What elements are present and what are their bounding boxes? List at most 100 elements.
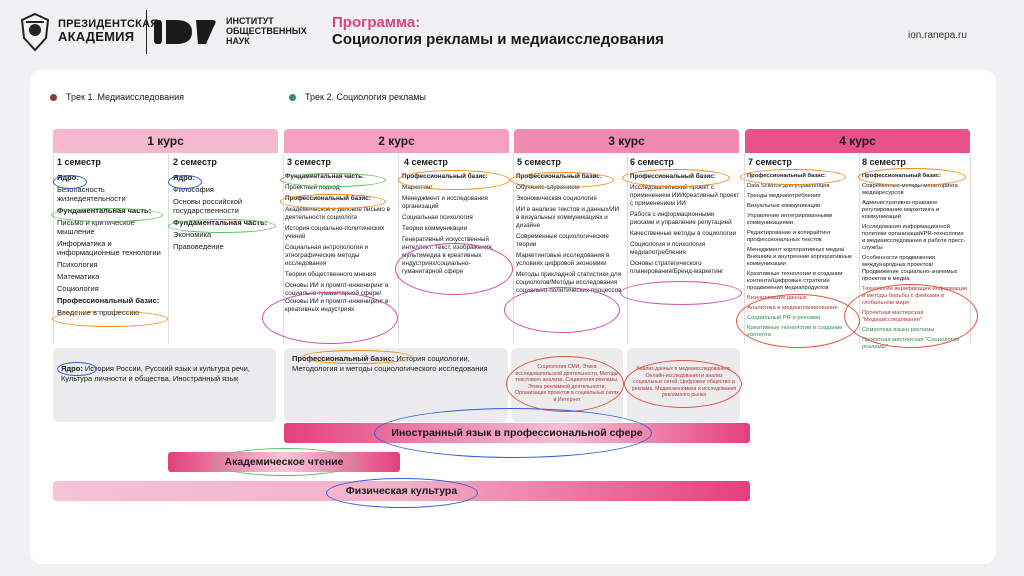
subject: Редактирование и копирайтинг профессиона… [747, 230, 831, 243]
col-divider [744, 154, 745, 344]
core-subjects: История России, Русский язык и культура … [61, 364, 250, 383]
subject: Креативные технологии в создании контент… [747, 271, 843, 291]
semester-5-content: Профессиональный базис: Обучение служени… [516, 173, 624, 298]
subject: Работа с информационными рисками и управ… [630, 211, 732, 226]
semester-1: 1 семестр [57, 157, 101, 167]
prof-highlight [740, 169, 846, 185]
subject: Социальная антропология и этнографически… [285, 244, 369, 267]
stat-course-highlight [504, 287, 620, 333]
subject: ИИ в анализе текстов и данных/ИИ в визуа… [516, 206, 620, 229]
core-highlight [57, 362, 97, 376]
prof-highlight [280, 194, 386, 209]
planning-course-highlight [620, 281, 742, 305]
semester-6: 6 семестр [630, 157, 674, 167]
track2-label: Трек 2. Социология рекламы [305, 92, 426, 102]
track-highlight [506, 356, 624, 412]
subject: Безопасность жизнедеятельности [57, 185, 126, 203]
subject: Основы стратегического планирования/Брен… [630, 260, 724, 275]
subject: Исследовательский проект с применением И… [630, 184, 740, 207]
subject: Основы российской государственности [173, 197, 243, 215]
subject: Социальная психология [402, 214, 473, 221]
subject: Качественные методы в социологии [630, 230, 736, 237]
ai-course-highlight [262, 292, 398, 344]
prof-highlight [510, 172, 614, 188]
track-highlight [624, 360, 742, 408]
subject: Современные методы мониторинга медиаресу… [862, 183, 958, 196]
prof-label: Профессиональный базис: [57, 296, 160, 305]
subject: Исследования информационной политики орг… [862, 224, 966, 251]
subject: Современные социологические теории [516, 233, 609, 248]
fund-highlight [168, 219, 276, 233]
pe-highlight [326, 478, 478, 508]
semester-6-content: Профессиональный базис: Исследовательски… [630, 173, 740, 279]
track1-dot [50, 94, 57, 101]
subject: Философия [173, 185, 214, 194]
program-title: Социология рекламы и медиаисследования [332, 31, 664, 48]
subject: Теории общественного мнения [285, 271, 376, 278]
subject: Административно-правовое регулирование м… [862, 200, 940, 220]
col-divider [513, 154, 514, 344]
fund-highlight [280, 173, 386, 187]
track2-dot [289, 94, 296, 101]
subject: Проектный подход [285, 184, 340, 191]
col-divider [627, 154, 628, 344]
site-url[interactable]: ion.ranepa.ru [908, 30, 967, 41]
subject: Экономика [173, 230, 212, 239]
subject: Математика [57, 272, 100, 281]
ai-course-highlight [395, 243, 513, 295]
col-divider [398, 154, 399, 344]
subject: Социология и психология медиапотребления [630, 241, 706, 256]
col-divider [859, 154, 860, 344]
course-4-header: 4 курс [745, 129, 970, 153]
subject: Психология [57, 260, 98, 269]
prof-subjects: История социологии, Методология и методы… [292, 354, 488, 373]
core-highlight [168, 175, 202, 189]
subject: Правоведение [173, 242, 224, 251]
academic-reading-highlight [212, 448, 358, 476]
prof-highlight [302, 350, 412, 364]
col-divider [168, 154, 169, 344]
subject: Data Science для управленцев [747, 183, 830, 189]
semester-7: 7 семестр [748, 157, 792, 167]
foreign-language-highlight [374, 408, 652, 458]
track-highlight [736, 294, 860, 348]
semester-1-content: Ядро: Безопасность жизнедеятельности Фун… [57, 173, 165, 320]
subject: Письмо и критическое мышление [57, 218, 135, 236]
subject: Экономическая социология [516, 195, 597, 202]
course-3-header: 3 курс [514, 129, 739, 153]
course-1-header: 1 курс [53, 129, 278, 153]
subject: Тренды медиапотребления [747, 193, 821, 199]
institute-logo-icon [154, 20, 216, 44]
academy-crest-icon [20, 12, 50, 52]
subject: Социология [57, 284, 99, 293]
semester-5: 5 семестр [517, 157, 561, 167]
track1-label: Трек 1. Медиаисследования [66, 92, 185, 102]
prof-highlight [52, 311, 168, 327]
track-highlight [844, 284, 978, 348]
prof-highlight [622, 169, 730, 187]
subject: Менеджмент корпоративных медиа/Внешние и… [747, 247, 853, 267]
semester-3: 3 семестр [287, 157, 331, 167]
institute-name: ИНСТИТУТ ОБЩЕСТВЕННЫХ НАУК [226, 16, 307, 46]
prof-highlight [858, 168, 966, 186]
year1-common-box: Ядро: История России, Русский язык и кул… [53, 348, 276, 422]
academy-name: ПРЕЗИДЕНТСКАЯ АКАДЕМИЯ [58, 18, 159, 44]
subject: Визуальные коммуникации [747, 203, 821, 209]
subject: Управление интегрированными коммуникация… [747, 213, 833, 226]
fund-highlight [51, 208, 163, 222]
program-label: Программа: [332, 14, 421, 31]
col-divider [970, 154, 971, 344]
subject: Теории коммуникации [402, 225, 468, 232]
semester-2: 2 семестр [173, 157, 217, 167]
subject: История социально-политических учений [285, 225, 385, 240]
col-divider [283, 154, 284, 344]
semester-8: 8 семестр [862, 157, 906, 167]
semester-4: 4 семестр [404, 157, 448, 167]
col-divider [53, 154, 54, 344]
subject: Особенности продвижения международных пр… [862, 255, 958, 282]
subject: Менеджмент и исследования организаций [402, 195, 488, 210]
subject: Маркетинговые исследования в условиях ци… [516, 252, 610, 267]
subject: Академическое и деловое письмо в деятель… [285, 206, 390, 221]
subject: Информатика и информационные технологии [57, 239, 161, 257]
core-highlight [53, 175, 87, 189]
